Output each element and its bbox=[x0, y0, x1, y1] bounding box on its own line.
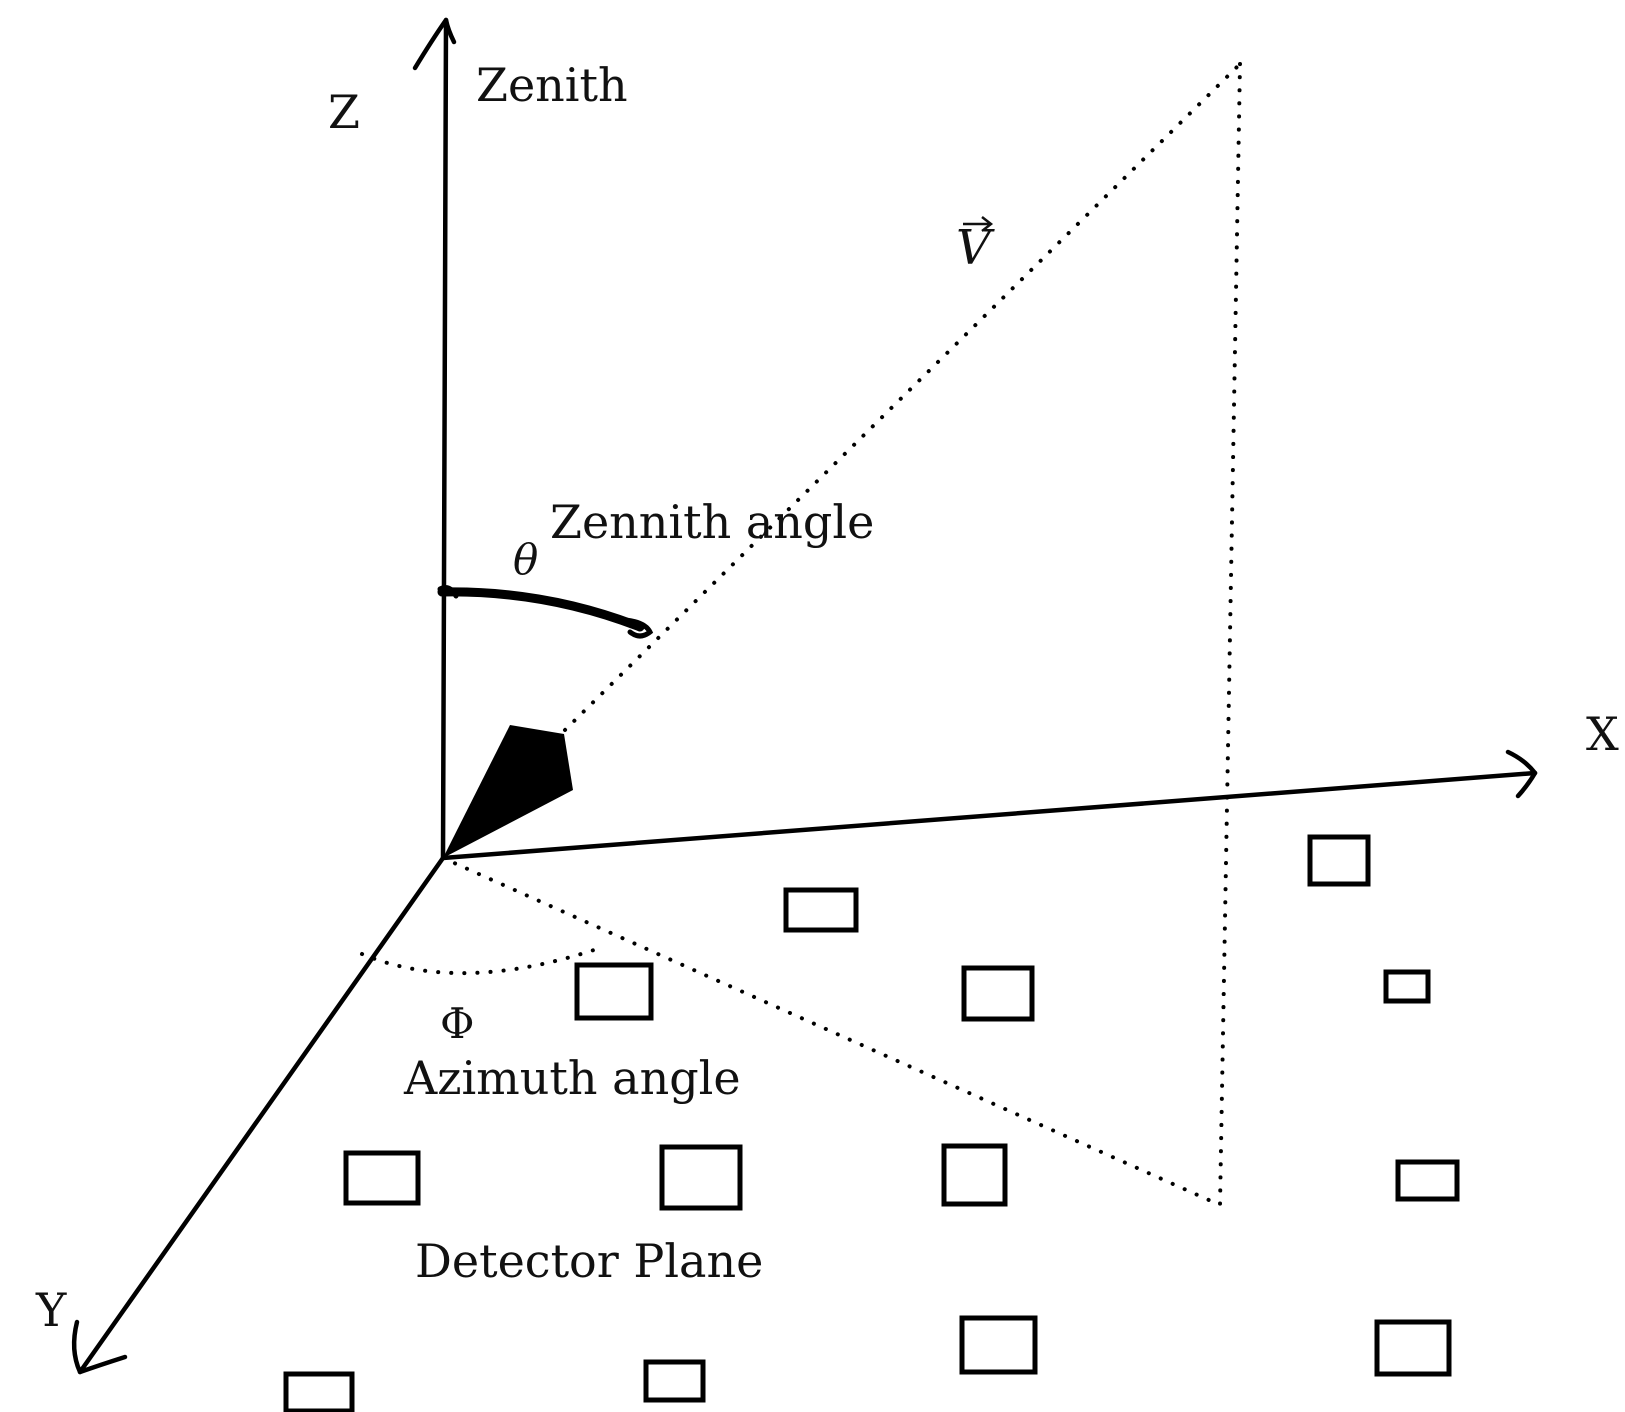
azimuth-arc bbox=[360, 946, 602, 976]
y-axis-label: Y bbox=[35, 1283, 67, 1337]
detector-station bbox=[343, 1150, 421, 1206]
ground-projection-line bbox=[441, 856, 1222, 1207]
detector-station bbox=[659, 1144, 743, 1211]
vector-arrow-icon bbox=[963, 216, 994, 232]
detector-station bbox=[783, 887, 859, 933]
x-axis bbox=[440, 749, 1538, 861]
detector-station bbox=[1383, 969, 1431, 1004]
x-axis-label: X bbox=[1586, 707, 1619, 761]
zenith-arc bbox=[437, 585, 654, 639]
zenith-angle-symbol: θ bbox=[513, 535, 538, 584]
zenith-angle-label: Zennith angle bbox=[550, 495, 874, 549]
detector-station bbox=[283, 1371, 355, 1412]
detector-array bbox=[283, 834, 1460, 1412]
z-axis-label: Z bbox=[328, 85, 360, 139]
zenith-label: Zenith bbox=[476, 58, 628, 112]
detector-plane-label: Detector Plane bbox=[415, 1234, 763, 1288]
z-axis-arrowhead bbox=[412, 17, 457, 71]
detector-station bbox=[1307, 834, 1371, 887]
detector-station bbox=[1374, 1319, 1452, 1377]
y-axis bbox=[71, 855, 446, 1375]
z-axis bbox=[412, 17, 457, 861]
vector-v: V bbox=[956, 216, 995, 276]
y-axis-line bbox=[77, 855, 446, 1375]
solid-angle-wedge bbox=[443, 725, 573, 858]
vector-v-label: V bbox=[956, 220, 995, 276]
vertical-projection-line bbox=[1218, 62, 1242, 1207]
z-axis-line bbox=[440, 17, 449, 861]
detector-station bbox=[959, 1315, 1038, 1375]
azimuth-angle-symbol: Φ bbox=[440, 999, 474, 1048]
y-axis-arrowhead bbox=[71, 1319, 128, 1375]
x-axis-line bbox=[440, 770, 1538, 861]
azimuth-angle-label: Azimuth angle bbox=[403, 1051, 741, 1105]
detector-station bbox=[574, 962, 654, 1021]
detector-station bbox=[643, 1359, 706, 1403]
detector-station bbox=[941, 1143, 1008, 1207]
x-axis-arrowhead bbox=[1505, 749, 1538, 799]
detector-station bbox=[1395, 1159, 1460, 1202]
detector-station bbox=[961, 965, 1035, 1022]
vector-v-line bbox=[563, 62, 1242, 732]
